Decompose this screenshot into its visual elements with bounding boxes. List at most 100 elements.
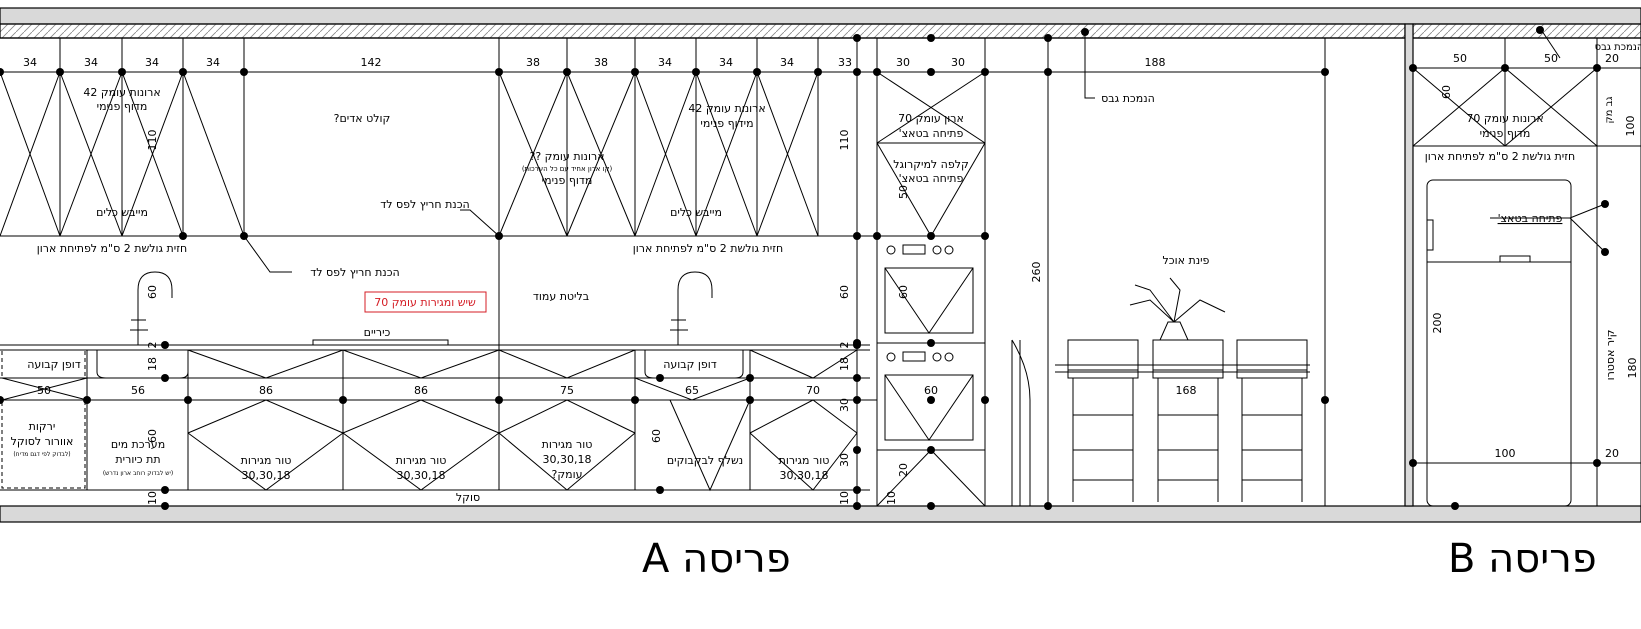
veg-line1: ירקות bbox=[29, 420, 56, 433]
drawers-4-line1: טור מגירות bbox=[779, 454, 830, 467]
dim-label: 30 bbox=[838, 398, 851, 412]
dimension-dot bbox=[1593, 64, 1601, 72]
kick-right: דופן קבועה bbox=[663, 358, 717, 371]
dimension-dot bbox=[814, 68, 822, 76]
dim-label: 38 bbox=[526, 56, 540, 69]
dim-label: 110 bbox=[146, 130, 159, 151]
veg-note: (לבדוק לפי דגם מדיח) bbox=[13, 451, 70, 458]
dim-label: 100 bbox=[1624, 116, 1637, 137]
drawers-4-line2: 30,30,18 bbox=[780, 469, 829, 482]
dimension-dot bbox=[0, 68, 4, 76]
dimension-dot bbox=[563, 68, 571, 76]
drawers-1-line1: טור מגירות bbox=[241, 454, 292, 467]
dim-label: 18 bbox=[146, 357, 159, 371]
dim-label: 2 bbox=[146, 342, 159, 349]
dim-label: 65 bbox=[685, 384, 699, 397]
cab-mid-line2: (קו ארון אחיד עם כל הערכות) bbox=[522, 165, 613, 173]
column-label: בליטת עמוד bbox=[533, 290, 589, 303]
dimension-dot bbox=[873, 68, 881, 76]
kick-left: דופן קבועה bbox=[27, 358, 81, 371]
dimension-dot bbox=[656, 486, 664, 494]
dimension-dot bbox=[853, 486, 861, 494]
dining-label: פינת אוכל bbox=[1163, 254, 1210, 267]
dim-label: 34 bbox=[780, 56, 794, 69]
dimension-dot bbox=[1044, 34, 1052, 42]
dimension-dot bbox=[240, 68, 248, 76]
cab42-left-line2: מדוף פנימי bbox=[97, 100, 148, 113]
dining-furniture bbox=[1011, 277, 1310, 506]
labels: 34 34 34 34 142 38 38 34 34 34 33 30 30 … bbox=[11, 42, 1641, 505]
dim-label: 100 bbox=[1495, 447, 1516, 460]
dish-left: מייבש כלים bbox=[96, 206, 148, 219]
dim-label: 50 bbox=[897, 185, 910, 199]
water-line1: מערכת מים bbox=[111, 438, 165, 451]
countertop-label: שיש ומגירות עומק 70 bbox=[374, 296, 476, 309]
dimension-dot bbox=[1409, 64, 1417, 72]
dim-label: 10 bbox=[146, 491, 159, 505]
bottle-label: נשלף לבקבוקים bbox=[667, 454, 743, 467]
dimension-dot bbox=[179, 68, 187, 76]
drawers-2-line1: טור מגירות bbox=[396, 454, 447, 467]
drawers-2-line2: 30,30,18 bbox=[397, 469, 446, 482]
hob-label: כיריים bbox=[364, 326, 391, 339]
dimension-dot bbox=[927, 339, 935, 347]
dimension-dot bbox=[240, 232, 248, 240]
dim-label: 10 bbox=[838, 491, 851, 505]
dimension-dot bbox=[1409, 459, 1417, 467]
elevation-b-title: פריסה B bbox=[1448, 536, 1597, 582]
walls bbox=[0, 7, 1641, 523]
cab42-right-line1: ארונות עומק 42 bbox=[688, 102, 765, 115]
dim-label: 34 bbox=[719, 56, 733, 69]
dimension-dot bbox=[83, 396, 91, 404]
b-front: חזית גולשת 2 ס"מ לפתיחת ארון bbox=[1425, 150, 1575, 163]
led-left: הכנת חריץ לפס לד bbox=[310, 266, 399, 279]
drawers-1-line2: 30,30,18 bbox=[242, 469, 291, 482]
dim-label: 60 bbox=[146, 429, 159, 443]
drawers-3-line2: 30,30,18 bbox=[543, 453, 592, 466]
dimension-dot bbox=[692, 68, 700, 76]
drawers-3-line1: טור מגירות bbox=[542, 438, 593, 451]
dimension-dot bbox=[753, 68, 761, 76]
hood-label: קולט אדים? bbox=[334, 112, 391, 125]
dimension-dot bbox=[746, 396, 754, 404]
dimension-dot bbox=[853, 68, 861, 76]
dimension-dot bbox=[853, 34, 861, 42]
dim-label: 60 bbox=[924, 384, 938, 397]
dimension-dot bbox=[981, 232, 989, 240]
cab-mid-line1: ארונות עומק ?? bbox=[529, 150, 604, 163]
dim-label: 60 bbox=[1440, 85, 1453, 99]
dimension-dot bbox=[927, 446, 935, 454]
dimension-dot bbox=[1601, 200, 1609, 208]
dim-label: 34 bbox=[84, 56, 98, 69]
microwave-line1: קלפה למיקרוגל bbox=[893, 158, 969, 171]
dim-label: 50 bbox=[37, 384, 51, 397]
dimension-dot bbox=[1081, 28, 1089, 36]
elevation-a-title: פריסה A bbox=[642, 536, 791, 582]
b-fridge-side: גב מק bbox=[1604, 97, 1615, 124]
dim-label: 30 bbox=[951, 56, 965, 69]
dimension-dot bbox=[161, 502, 169, 510]
dim-label: 86 bbox=[414, 384, 428, 397]
dimension-dot bbox=[853, 232, 861, 240]
b-gypsum: הנמכת גבס bbox=[1595, 42, 1641, 53]
dimension-dot bbox=[927, 232, 935, 240]
dimension-dot bbox=[1601, 248, 1609, 256]
cab42-left-line1: ארונות עומק 42 bbox=[83, 86, 160, 99]
dimension-dot bbox=[1536, 26, 1544, 34]
dimension-dot bbox=[339, 396, 347, 404]
dim-label: 50 bbox=[1453, 52, 1467, 65]
dim-label: 110 bbox=[838, 130, 851, 151]
tall-height: 260 bbox=[1030, 262, 1043, 283]
dimension-dot bbox=[1321, 68, 1329, 76]
dimension-dot bbox=[631, 68, 639, 76]
dimension-dots bbox=[0, 26, 1609, 510]
dim-label: 60 bbox=[897, 285, 910, 299]
led-mid: הכנת חריץ לפס לד bbox=[380, 198, 469, 211]
dimension-dot bbox=[927, 68, 935, 76]
countertop-box bbox=[364, 291, 487, 313]
dimension-dot bbox=[1044, 68, 1052, 76]
dimension-dot bbox=[1451, 502, 1459, 510]
dim-label: 10 bbox=[885, 491, 898, 505]
dimension-dot bbox=[0, 396, 4, 404]
